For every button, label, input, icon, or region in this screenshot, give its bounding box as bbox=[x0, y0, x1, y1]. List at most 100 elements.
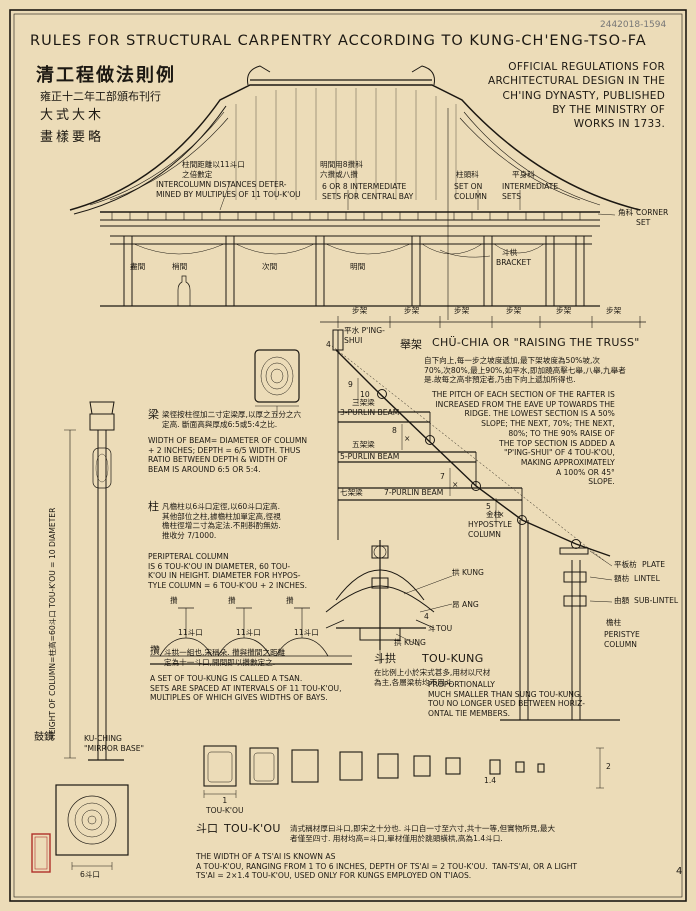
beam3-cn: 三架梁 bbox=[352, 398, 375, 407]
slope-7: 7 bbox=[440, 472, 445, 481]
inter-sets-en: INTERMEDIATE SETS bbox=[502, 182, 559, 201]
cn-line-4: 畫樣要略 bbox=[40, 130, 105, 145]
intercol-cn: 柱間距離以11斗口 之倍數定 bbox=[182, 160, 245, 179]
tou-cn: 斗 bbox=[428, 624, 436, 633]
tsan-spacing-3: 11斗口 bbox=[294, 628, 319, 637]
column-cn-head: 柱 bbox=[148, 500, 159, 513]
slope-5: 5 bbox=[486, 502, 491, 511]
tsan-en-text: A SET OF TOU-KUNG IS CALLED A TSAN. SETS… bbox=[150, 674, 342, 703]
ang-en: ANG bbox=[462, 600, 479, 609]
tsan-label-2: 攢 bbox=[228, 596, 236, 605]
peristyle-en: PERISTYE COLUMN bbox=[604, 630, 640, 649]
toukou-dim-2: 2 bbox=[606, 762, 611, 771]
sublintel-cn: 由額 bbox=[614, 596, 630, 605]
kung-cn: 拱 bbox=[452, 568, 460, 577]
toukou-dim-14: 1.4 bbox=[484, 776, 497, 785]
bay-label-second: 次間 bbox=[262, 262, 278, 271]
beam7-en: 7-PURLIN BEAM bbox=[384, 488, 444, 497]
central-cn: 明間用8攢科 六攢或八攢 bbox=[320, 160, 363, 179]
beam-section bbox=[254, 349, 300, 416]
pingshui-label: 平水 P'ING- SHUI bbox=[344, 326, 385, 345]
lintel-en: LINTEL bbox=[634, 574, 660, 583]
lintel-cn: 額枋 bbox=[614, 574, 630, 583]
step-label-3: 步架 bbox=[454, 306, 470, 315]
column-cn-text: 凡檐柱以6斗口定徑,以60斗口定高. 其他部位之柱,據檐柱加單定高,徑視 檐柱徑… bbox=[162, 502, 281, 541]
inter-sets-cn: 平身科 bbox=[512, 170, 535, 179]
catalog-stamp: 2442018-1594 bbox=[600, 20, 667, 30]
truss-title-cn: 舉架 bbox=[400, 338, 422, 351]
truss-cn-text: 自下向上,每一步之坡度遞加,最下架坡度為50%坡,次 70%,次80%,最上90… bbox=[424, 356, 626, 385]
toukung-en-text: PROPORTIONALLY MUCH SMALLER THAN SUNG TO… bbox=[428, 680, 585, 719]
unit-10: 10 bbox=[360, 390, 370, 399]
truss-title-en: CHÜ-CHIA OR "RAISING THE TRUSS" bbox=[432, 336, 640, 349]
truss-en-text: THE PITCH OF EACH SECTION OF THE RAFTER … bbox=[432, 390, 615, 487]
tsan-cn-text: 斗拱一組也,宋稱朵. 攢與攢間之距離 定為十一斗口,開間即以攢數定之. bbox=[164, 648, 286, 667]
page-title: RULES FOR STRUCTURAL CARPENTRY ACCORDING… bbox=[30, 33, 647, 49]
tsan-row bbox=[150, 607, 352, 665]
beam-en-text: WIDTH OF BEAM= DIAMETER OF COLUMN + 2 IN… bbox=[148, 436, 308, 475]
unit-x-2: × bbox=[452, 480, 459, 489]
toukou-dimension: 1 TOU-K'OU bbox=[206, 796, 244, 815]
toukung-cn-text: 在比例上小於宋式甚多,用材以尺材 為主,各層梁枋均不用斗. bbox=[374, 668, 491, 687]
toukung-detail bbox=[325, 540, 453, 664]
toukou-cn-text: 清式稱材厚曰斗口,即宋之十分也. 斗口自一寸至六寸,共十一等,但實物所見,最大 … bbox=[290, 824, 556, 843]
pingshui-measure: 4 bbox=[326, 340, 331, 349]
slope-8: 8 bbox=[392, 426, 397, 435]
kung2-cn: 拱 bbox=[394, 638, 402, 647]
toukung-title-en: TOU-KUNG bbox=[422, 652, 484, 665]
bracket-en: BRACKET bbox=[496, 258, 531, 267]
drum-cn: 鼓鏡 bbox=[34, 732, 54, 743]
tsan-label-1: 攢 bbox=[170, 596, 178, 605]
hypostyle-cn: 金柱 bbox=[486, 510, 502, 519]
sheet-inner-border bbox=[13, 13, 683, 898]
beam3-en: 3-PURLIN BEAM bbox=[340, 408, 400, 417]
page-number: 4 bbox=[676, 866, 683, 877]
official-note: OFFICIAL REGULATIONS FOR ARCHITECTURAL D… bbox=[488, 61, 666, 131]
bay-label-central: 明間 bbox=[350, 262, 366, 271]
column-elevation bbox=[64, 401, 124, 761]
step-label-6: 步架 bbox=[606, 306, 622, 315]
step-label-5: 步架 bbox=[556, 306, 572, 315]
tsan-cn-head: 攢 bbox=[150, 646, 160, 657]
peristyle-cn: 檐柱 bbox=[606, 618, 622, 627]
mirror-base-label: KU-CHING "MIRROR BASE" bbox=[84, 734, 145, 753]
hypostyle-en: HYPOSTYLE COLUMN bbox=[468, 520, 513, 539]
beam5-cn: 五架梁 bbox=[352, 440, 375, 449]
corner-cn: 角科 bbox=[618, 208, 634, 217]
plate-cn: 平板枋 bbox=[614, 560, 637, 569]
beam-cn-head: 梁 bbox=[148, 408, 159, 421]
toukung-measure: 4 bbox=[424, 612, 429, 621]
unit-x-1: × bbox=[404, 434, 411, 443]
column-set-cn: 柱頭科 bbox=[456, 170, 479, 179]
tsan-spacing-1: 11斗口 bbox=[178, 628, 203, 637]
toukung-title-cn: 斗拱 bbox=[374, 652, 396, 665]
sublintel-en: SUB-LINTEL bbox=[634, 596, 679, 605]
bay-label-end: 盡間 bbox=[130, 262, 146, 271]
corner-en: CORNER SET bbox=[636, 208, 669, 227]
step-label-1: 步架 bbox=[352, 306, 368, 315]
mirror-base bbox=[55, 784, 129, 870]
beam7-cn: 七架梁 bbox=[340, 488, 363, 497]
truss-section bbox=[320, 316, 646, 721]
toukou-title-en: TOU-K'OU bbox=[224, 822, 281, 835]
base-dimension: 6斗口 bbox=[80, 870, 101, 879]
column-height-label: HEIGHT OF COLUMN=柱高=60斗口 TOU-K'OU = 10 D… bbox=[48, 507, 57, 740]
tou-en: TOU bbox=[436, 624, 453, 633]
column-set-en: SET ON COLUMN bbox=[454, 182, 487, 201]
roof-elevation bbox=[69, 65, 641, 307]
tsan-spacing-2: 11斗口 bbox=[236, 628, 261, 637]
beam-cn-text: 梁徑按柱徑加二寸定梁厚,以厚之五分之六 定高. 斷面高與厚成6:5或5:4之比. bbox=[162, 410, 302, 429]
unit-x-3: × bbox=[498, 510, 505, 519]
tsan-label-3: 攢 bbox=[286, 596, 294, 605]
cn-line-3: 大式大木 bbox=[40, 108, 105, 123]
intercol-en: INTERCOLUMN DISTANCES DETER- MINED BY MU… bbox=[156, 180, 301, 199]
toukou-en-text: THE WIDTH OF A TS'AI IS KNOWN AS A TOU-K… bbox=[196, 852, 578, 881]
column-en-text: PERIPTERAL COLUMN IS 6 TOU-K'OU IN DIAME… bbox=[148, 552, 307, 591]
cn-subtitle: 雍正十二年工部頒布刊行 bbox=[40, 90, 161, 103]
beam5-en: 5-PURLIN BEAM bbox=[340, 452, 400, 461]
kung-en: KUNG bbox=[462, 568, 484, 577]
step-label-2: 步架 bbox=[404, 306, 420, 315]
bracket-cn: 斗栱 bbox=[502, 248, 518, 257]
sheet-border bbox=[9, 9, 687, 902]
